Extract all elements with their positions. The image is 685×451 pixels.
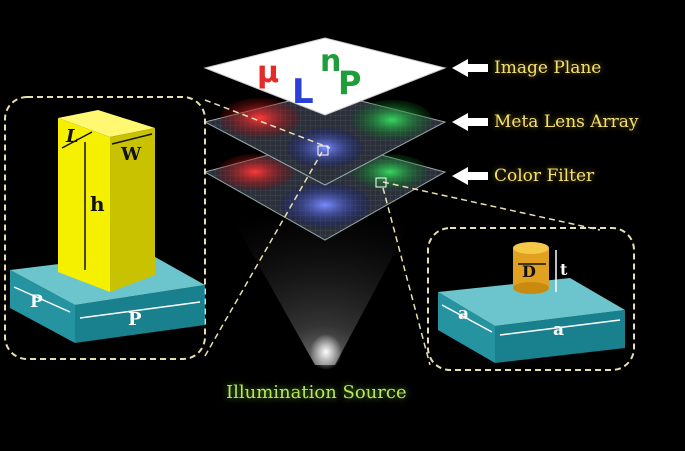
letter-n: n — [320, 44, 342, 79]
left-leader-bottom — [204, 151, 323, 357]
light-beam — [225, 205, 420, 370]
letter-l: L — [292, 72, 314, 112]
dim-side-bottom: a — [553, 320, 565, 340]
arrow-icon — [452, 59, 488, 77]
label-illumination-source: Illumination Source — [226, 382, 407, 403]
label-image-plane: Image Plane — [494, 58, 602, 78]
dim-width: W — [121, 144, 142, 165]
label-meta-lens-array: Meta Lens Array — [494, 112, 639, 132]
arrow-icon — [452, 113, 488, 131]
right-leader-top — [382, 181, 601, 231]
left-leader-top — [204, 99, 331, 149]
filter-unit-marker — [375, 177, 387, 188]
right-inset — [427, 227, 635, 371]
left-inset — [4, 96, 206, 360]
dim-height: h — [90, 192, 105, 216]
meta-lens-array-layer — [203, 91, 447, 186]
letter-mu: μ — [257, 55, 280, 90]
letter-p: P — [338, 64, 362, 102]
lens-unit-marker — [317, 145, 329, 156]
dim-diameter: D — [522, 262, 536, 281]
image-plane — [203, 37, 447, 116]
arrow-icon — [452, 167, 488, 185]
right-leader-bottom — [382, 187, 431, 366]
label-color-filter: Color Filter — [494, 166, 595, 186]
dim-side-left: a — [458, 304, 470, 324]
dim-length: L — [66, 126, 79, 147]
dim-period-left: P — [30, 292, 43, 312]
dim-thickness: t — [560, 260, 568, 279]
dim-period-bottom: P — [128, 309, 142, 330]
